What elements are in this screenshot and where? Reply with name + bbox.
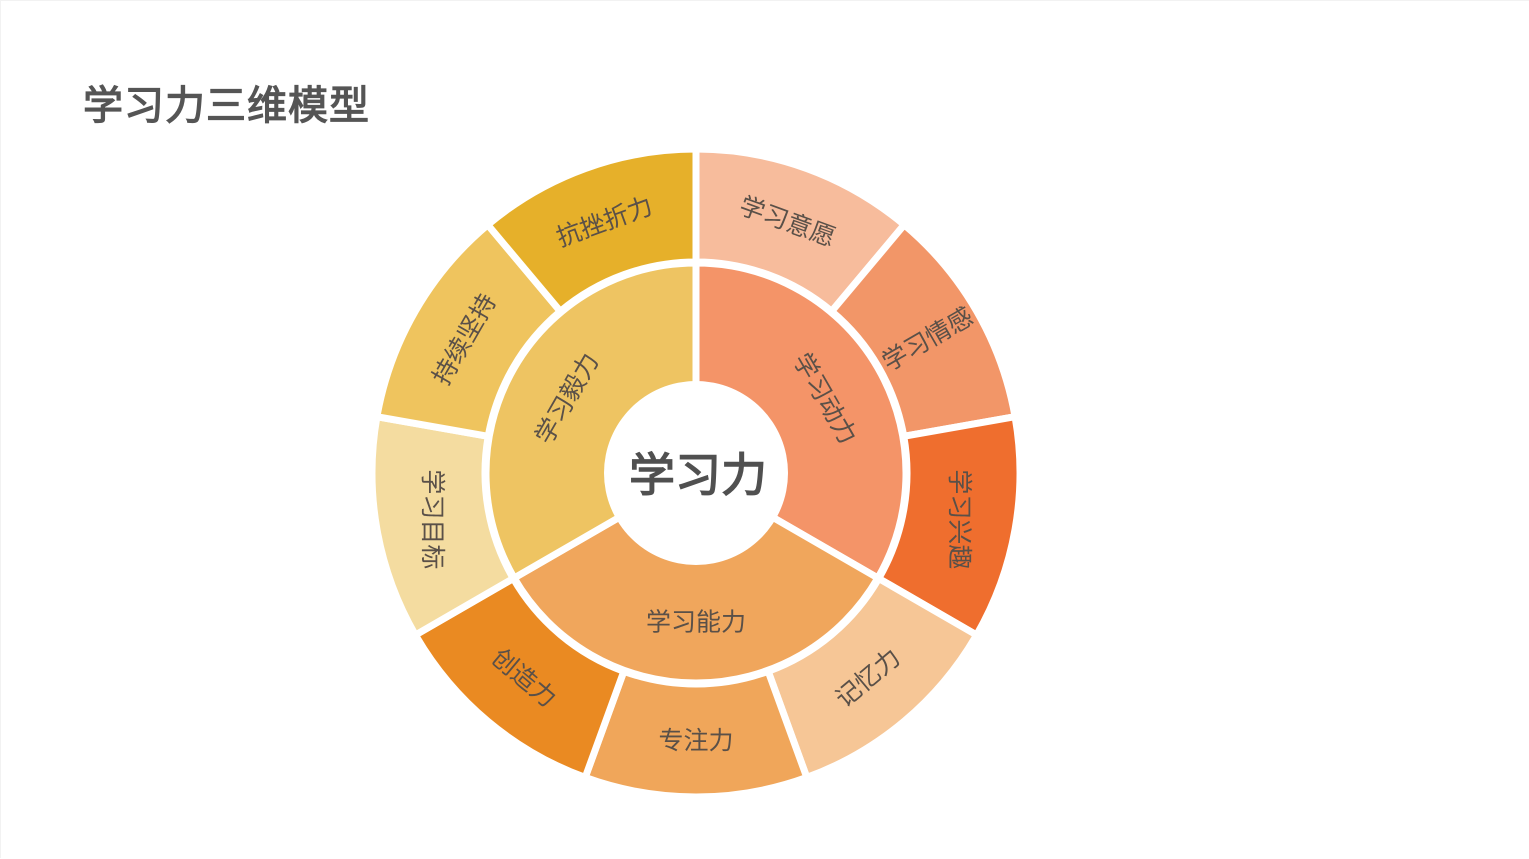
segment-label: 学习兴趣 [945,469,974,569]
center-label: 学习力 [629,448,767,502]
outer-ring-segment [484,145,700,315]
segment-label: 专注力 [658,726,733,755]
slide-title: 学习力三维模型 [83,83,370,129]
segment-label: 学习能力 [646,608,746,637]
segment-label: 学习目标 [418,469,447,569]
outer-ring [368,145,1024,801]
center-hole [604,381,788,565]
